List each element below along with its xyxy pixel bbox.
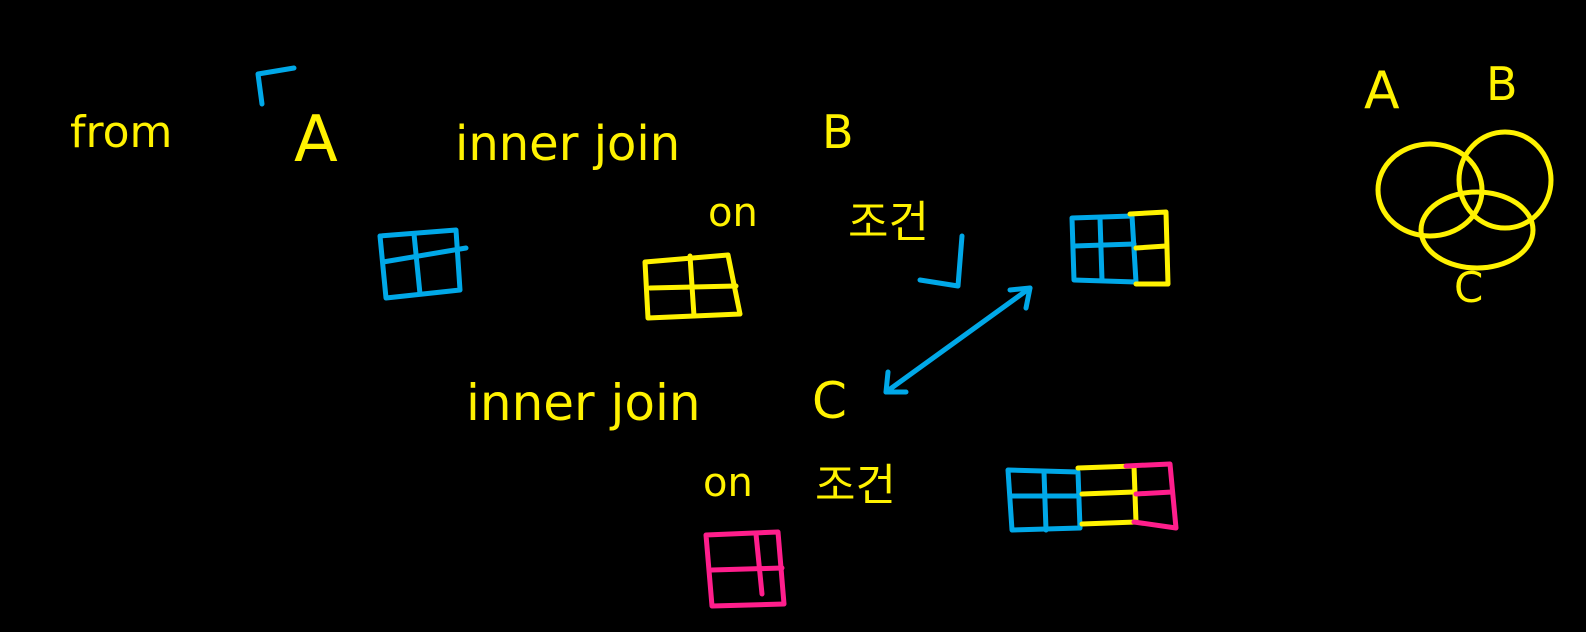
open-bracket — [255, 65, 297, 107]
table-c-grid-icon — [703, 529, 787, 609]
venn-label-b: B — [1486, 57, 1518, 111]
table-b-grid-icon — [642, 252, 743, 321]
from-keyword: from — [70, 107, 172, 158]
on-keyword-2: on — [703, 460, 753, 506]
inner-join-keyword-2: inner join — [466, 374, 701, 432]
on-keyword-1: on — [708, 190, 758, 236]
table-c-label: C — [812, 372, 847, 430]
close-bracket — [917, 233, 965, 289]
table-a-label: A — [294, 103, 338, 177]
table-b-label: B — [822, 105, 854, 159]
venn-label-a: A — [1364, 61, 1400, 121]
venn-diagram — [1375, 129, 1554, 271]
join-condition-1: 조건 — [848, 197, 929, 248]
venn-label-c: C — [1454, 263, 1483, 312]
venn-circle-b — [1456, 129, 1554, 231]
joined-abc-grid-icon — [1005, 461, 1179, 533]
double-arrow-icon — [883, 285, 1033, 395]
joined-ab-grid-icon — [1069, 209, 1171, 287]
inner-join-keyword-1: inner join — [455, 116, 680, 172]
venn-circle-c — [1418, 189, 1536, 271]
join-condition-2: 조건 — [815, 460, 896, 511]
table-a-grid-icon — [377, 227, 469, 301]
